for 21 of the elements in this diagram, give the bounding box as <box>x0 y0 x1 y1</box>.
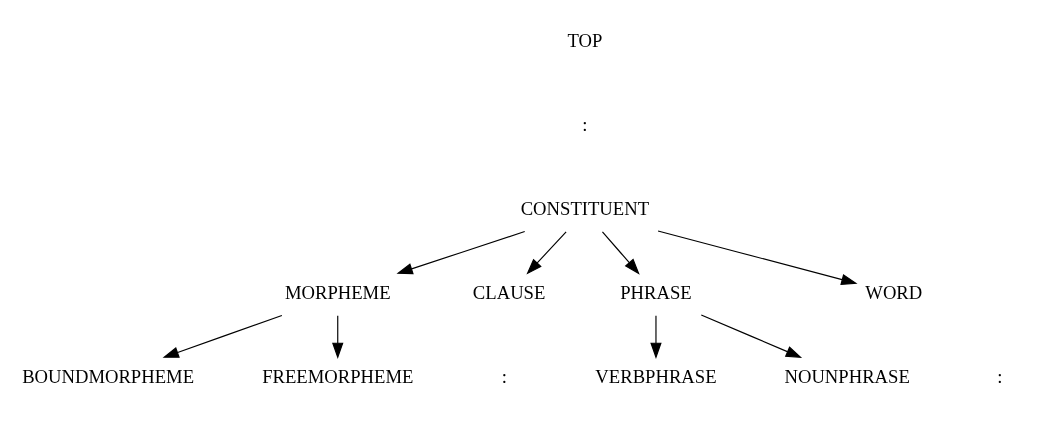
arrow <box>162 314 283 358</box>
node-text: FREEMORPHEME <box>262 365 414 387</box>
label: : <box>582 114 588 135</box>
node-text: CLAUSE <box>472 281 546 303</box>
arrow <box>650 315 662 360</box>
label: : <box>997 365 1003 387</box>
label: TOP <box>567 30 603 52</box>
node-text: NOUNPHRASE <box>784 365 910 387</box>
arrow <box>396 230 526 275</box>
arrow <box>700 314 803 358</box>
arrow <box>657 230 858 286</box>
arrow <box>332 315 344 360</box>
arrow <box>601 231 640 275</box>
label: : <box>501 365 508 387</box>
arrow <box>526 231 567 275</box>
node-text: VERBPHRASE <box>595 365 717 387</box>
node-text: CONSTITUENT <box>520 197 650 219</box>
node-text: BOUNDMORPHEME <box>22 365 195 387</box>
node-text: MORPHEME <box>284 281 391 303</box>
node-text: WORD <box>865 281 923 303</box>
node-text: PHRASE <box>620 281 692 303</box>
